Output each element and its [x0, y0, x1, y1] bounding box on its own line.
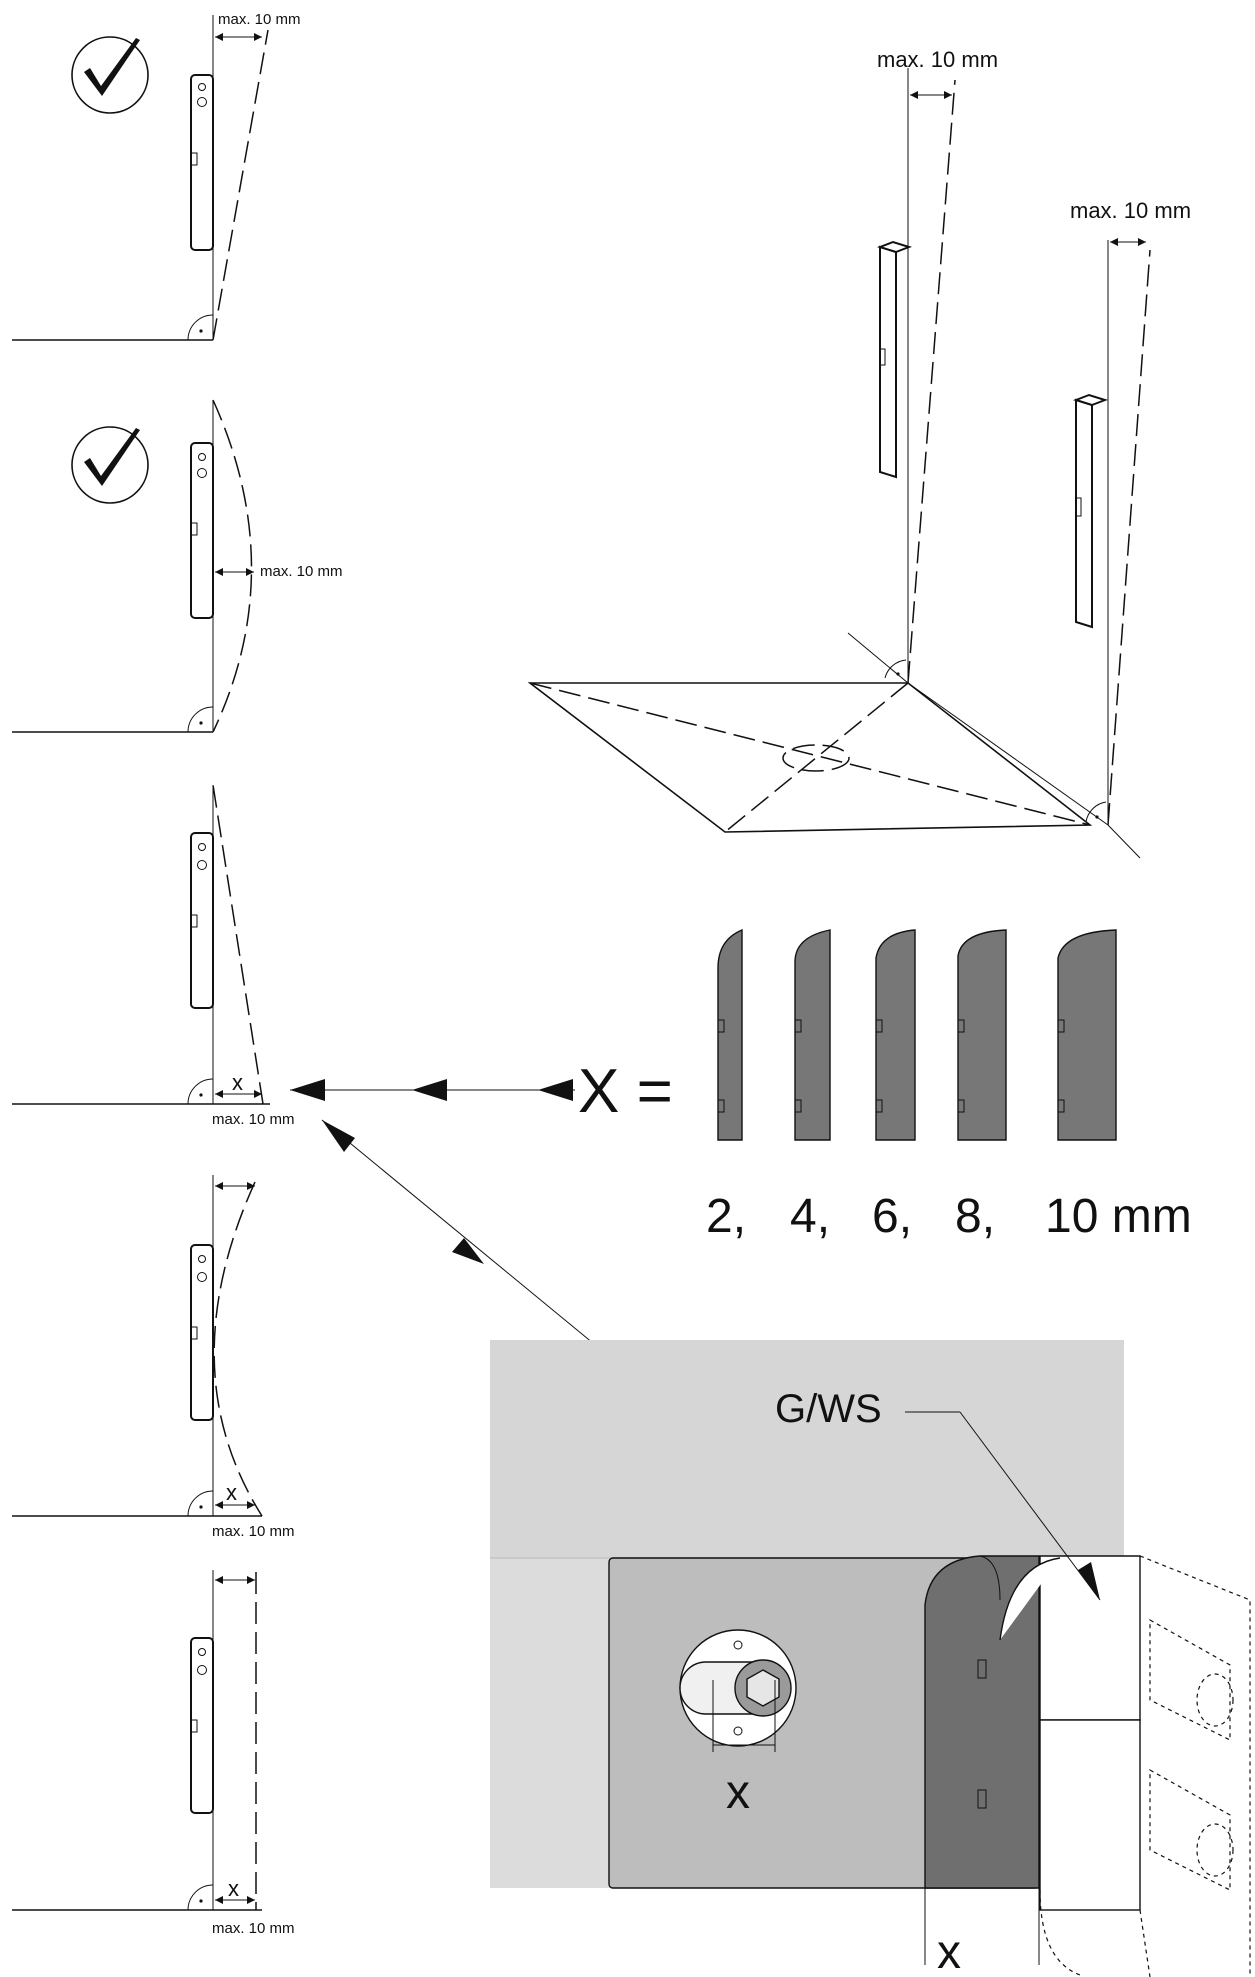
- spirit-level: [876, 240, 913, 479]
- profile-4mm: [794, 929, 831, 1141]
- arrow-icon: [1078, 1562, 1100, 1600]
- size-label: 8,: [955, 1190, 995, 1243]
- tolerance-label: max. 10 mm: [212, 1920, 295, 1937]
- spirit-level: [190, 442, 214, 619]
- spacer-profiles: X = 2, 4,: [290, 928, 1192, 1243]
- gap-label: x: [726, 1766, 750, 1819]
- check-icon: [71, 426, 149, 504]
- size-label: 6,: [872, 1190, 912, 1243]
- spirit-level: [190, 74, 214, 251]
- panel-concave-wall-gap: x max. 10 mm: [12, 1175, 295, 1540]
- size-label: 10 mm: [1045, 1190, 1192, 1243]
- arrow-left-icon: [290, 1079, 325, 1101]
- x-equals-label: X =: [578, 1057, 673, 1126]
- gap-label: x: [226, 1480, 237, 1505]
- tolerance-label: max. 10 mm: [218, 11, 301, 28]
- size-label: 2,: [706, 1190, 746, 1243]
- arrow-icon: [452, 1238, 484, 1264]
- arrow-left-icon: [412, 1079, 447, 1101]
- spirit-level: [190, 832, 214, 1009]
- corner-perspective-view: max. 10 mm max. 10 mm: [527, 47, 1191, 859]
- profile-2mm: [717, 928, 743, 1141]
- spirit-level: [190, 1244, 214, 1421]
- detail-cross-section: x x G/WS: [490, 1340, 1251, 1977]
- profile-10mm: [1057, 929, 1117, 1141]
- spirit-level: [190, 1637, 214, 1814]
- profile-6mm: [875, 929, 916, 1141]
- gap-label: x: [937, 1926, 961, 1977]
- tolerance-label: max. 10 mm: [212, 1523, 295, 1540]
- arrow-icon: [322, 1120, 355, 1152]
- panel-parallel-wall-gap: x max. 10 mm: [12, 1570, 295, 1937]
- spirit-level: [1072, 393, 1109, 629]
- tolerance-label: max. 10 mm: [877, 47, 998, 72]
- tolerance-label: max. 10 mm: [1070, 198, 1191, 223]
- gws-label: G/WS: [775, 1387, 882, 1431]
- adjuster-fitting: [679, 1629, 797, 1752]
- gap-label: x: [228, 1876, 239, 1901]
- arrow-left-icon: [538, 1079, 573, 1101]
- size-label: 4,: [790, 1190, 830, 1243]
- profile-8mm: [957, 929, 1007, 1141]
- gap-label: x: [232, 1070, 243, 1095]
- panel-tilted-wall-gap: x max. 10 mm: [12, 784, 295, 1128]
- tolerance-label: max. 10 mm: [260, 563, 343, 580]
- check-icon: [71, 36, 149, 114]
- panel-tilted-wall-ok: max. 10 mm: [12, 11, 301, 341]
- panel-convex-wall-ok: max. 10 mm: [12, 399, 343, 733]
- tolerance-label: max. 10 mm: [212, 1111, 295, 1128]
